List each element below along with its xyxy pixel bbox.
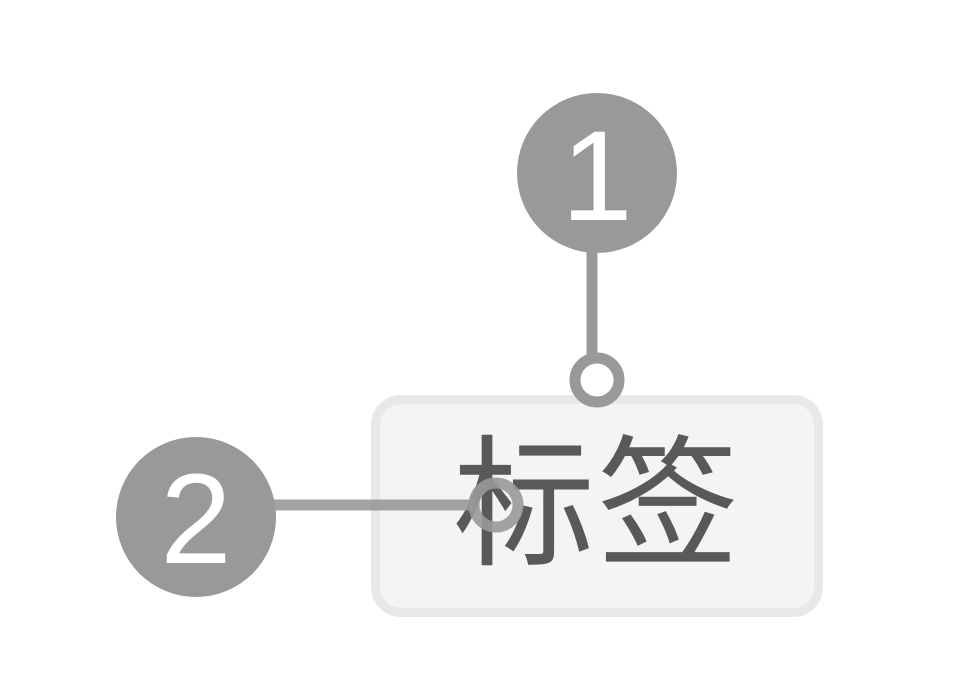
marker-1-number: 1	[561, 105, 632, 248]
marker-1-circle	[517, 93, 677, 253]
tag-label: 标签	[453, 423, 741, 588]
marker-2-circle	[116, 437, 276, 597]
marker-2[interactable]: 2	[116, 437, 276, 597]
anchor-point-2	[468, 477, 524, 533]
anchor-point-1	[569, 352, 625, 408]
marker-1[interactable]: 1	[517, 93, 677, 253]
marker-2-number: 2	[160, 448, 231, 591]
